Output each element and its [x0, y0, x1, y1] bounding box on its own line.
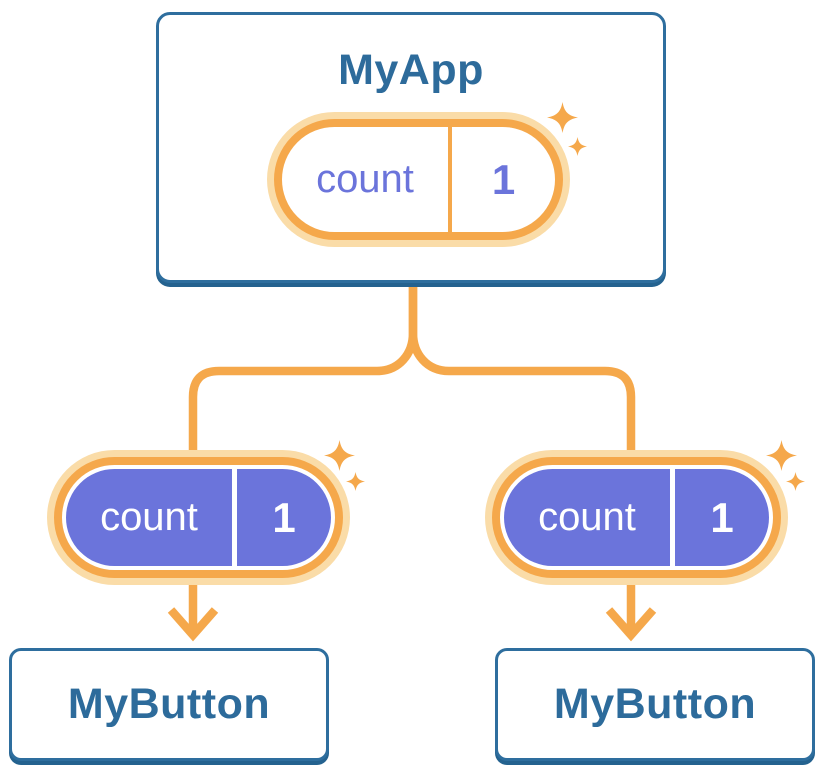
left-prop-pill-inner: count 1 [66, 469, 331, 566]
root-state-pill: count 1 [274, 119, 563, 240]
state-name: count [282, 127, 452, 232]
connector-right-branch [408, 287, 636, 452]
prop-value: 1 [272, 493, 296, 541]
arrow-down-right-icon [605, 583, 657, 642]
prop-name: count [504, 469, 675, 566]
prop-name: count [66, 469, 237, 566]
mybutton-title: MyButton [67, 680, 271, 728]
connector-left-branch [188, 287, 418, 452]
myapp-title: MyApp [338, 46, 484, 94]
left-prop-pill: count 1 [54, 457, 343, 578]
mybutton-card-left: MyButton [9, 648, 329, 761]
sparkle-large-icon [324, 440, 355, 471]
arrow-down-left-icon [167, 583, 219, 642]
right-prop-pill-inner: count 1 [504, 469, 769, 566]
state-value: 1 [491, 155, 516, 203]
sparkle-large-icon [766, 440, 797, 471]
mybutton-title: MyButton [553, 680, 757, 728]
sparkle-small-icon [786, 472, 805, 491]
mybutton-card-right: MyButton [495, 648, 815, 761]
right-prop-pill: count 1 [492, 457, 781, 578]
sparkle-small-icon [346, 472, 365, 491]
prop-value: 1 [710, 493, 734, 541]
